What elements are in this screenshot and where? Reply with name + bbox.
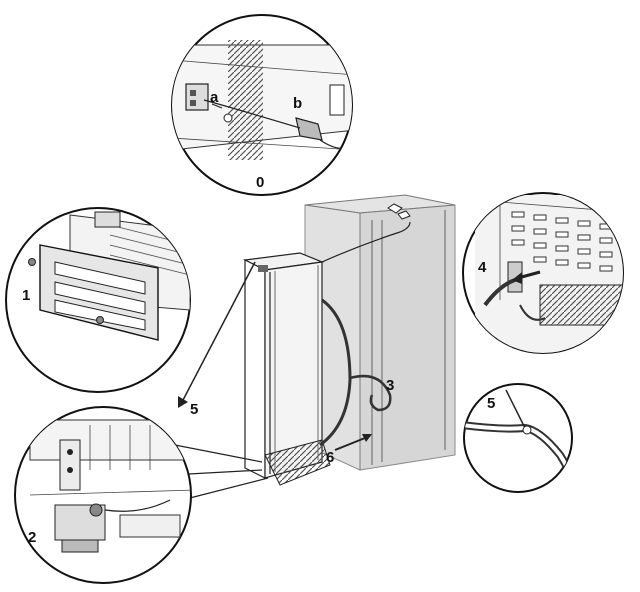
label-5-main: 5 — [190, 401, 198, 418]
detail-1: 1 — [5, 207, 191, 393]
arrow-icon — [512, 270, 541, 284]
cabinet-niche — [304, 194, 456, 471]
detail-0: a b 0 — [171, 14, 353, 196]
arrow-5-main: 5 — [178, 261, 256, 418]
hose-loop — [349, 374, 392, 412]
label-3: 3 — [386, 377, 394, 394]
arrow-6: 6 — [326, 434, 372, 466]
cable-icon — [203, 99, 301, 129]
label-5-zoom: 5 — [487, 395, 495, 412]
label-0: 0 — [256, 174, 264, 191]
arrow-icon — [178, 396, 188, 408]
supply-cable — [321, 221, 411, 263]
screw-icon — [89, 503, 103, 517]
drain-hose — [319, 298, 352, 447]
label-0-b: b — [293, 95, 302, 112]
label-6: 6 — [326, 449, 334, 466]
label-1: 1 — [22, 287, 30, 304]
label-2: 2 — [28, 529, 36, 546]
screw-icon — [28, 258, 36, 266]
detail-5: 5 — [463, 383, 573, 493]
screw-icon — [96, 316, 104, 324]
label-0-a: a — [210, 89, 219, 106]
appliance-body — [242, 252, 331, 486]
detail-2: 2 — [14, 406, 192, 584]
detail-4: 4 — [462, 192, 624, 354]
label-4: 4 — [478, 259, 487, 276]
